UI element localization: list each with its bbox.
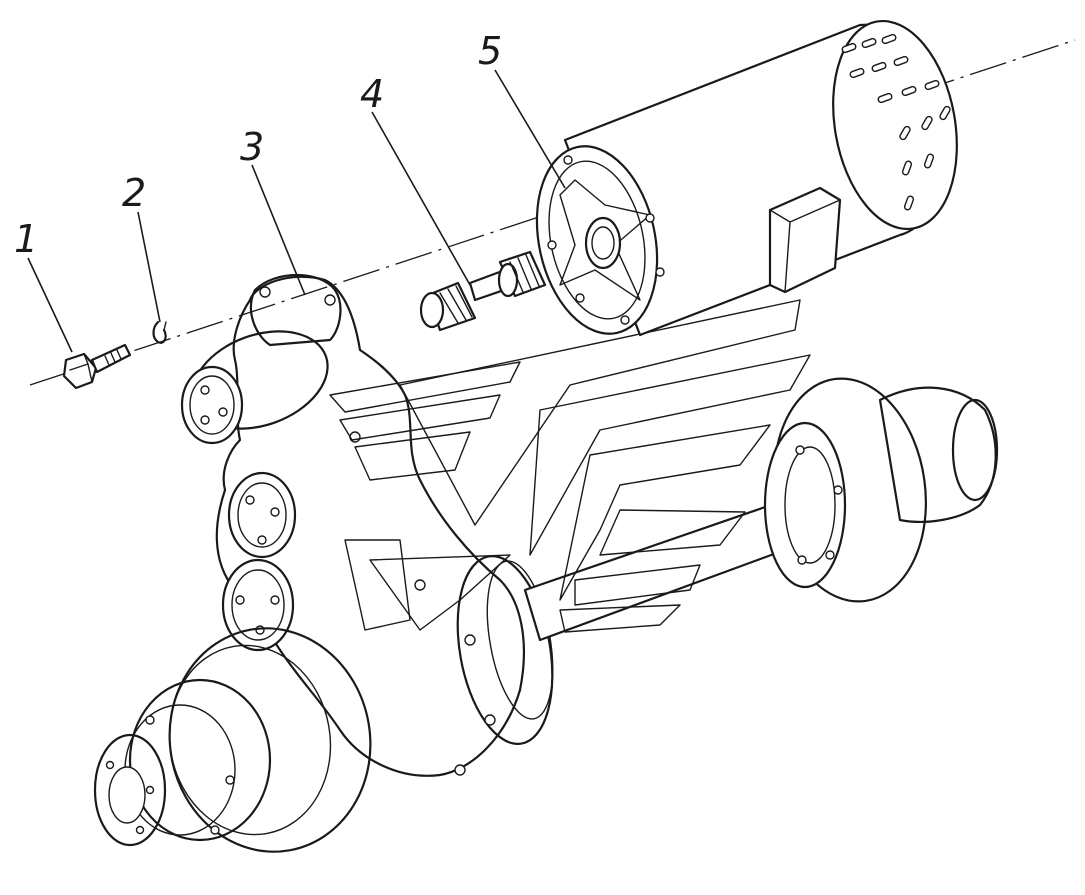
electric-motor: [535, 19, 958, 337]
callout-label-2: 2: [122, 171, 146, 215]
hollow-line-pattern: [329, 299, 811, 633]
lock-washer: [152, 320, 167, 344]
bolt-hole: [349, 431, 361, 443]
vent-slots: [841, 33, 951, 211]
bolt-hole: [259, 286, 271, 298]
axle-housing: [93, 273, 554, 853]
callout-label-4: 4: [360, 72, 384, 116]
right-axle-shaft: [523, 377, 999, 642]
splined-shaft: [419, 250, 547, 332]
bolt-hole: [414, 579, 426, 591]
callout-label-5: 5: [478, 29, 502, 73]
callout-leaders: [27, 69, 566, 353]
bolt: [62, 343, 132, 390]
callout-label-3: 3: [240, 125, 264, 169]
bolt-hole: [324, 294, 336, 306]
callout-label-1: 1: [14, 217, 38, 261]
